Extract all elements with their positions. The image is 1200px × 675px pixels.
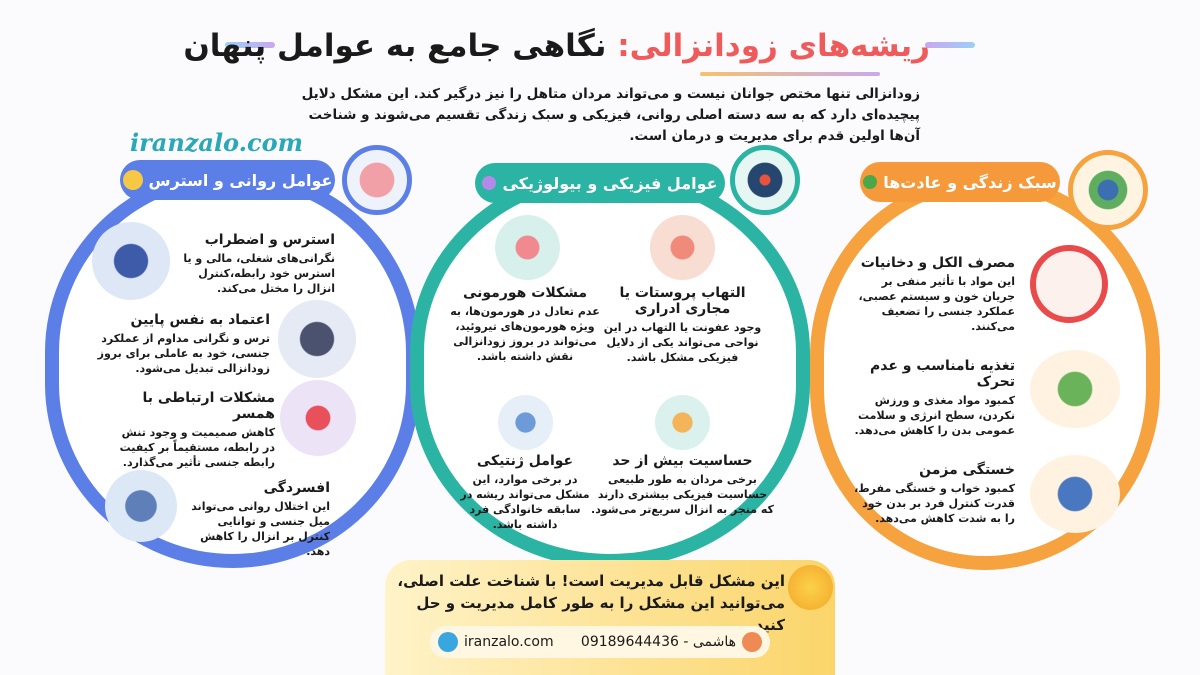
- title-rest: نگاهی جامع به عوامل پنهان: [183, 28, 618, 64]
- list-item: تغذیه نامناسب و عدم تحرک کمبود مواد مغذی …: [850, 358, 1015, 438]
- item-title: عوامل ژنتیکی: [476, 453, 574, 469]
- salad-runner-icon: [1030, 350, 1120, 428]
- prostate-icon: [650, 215, 715, 280]
- decor-wave: [225, 42, 275, 48]
- psych-header: عوامل روانی و استرس: [120, 160, 335, 200]
- phone-link[interactable]: هاشمی - 09189644436: [580, 634, 736, 650]
- item-text: این اختلال روانی می‌تواند میل جنسی و توا…: [191, 500, 330, 558]
- lifestyle-title: سبک زندگی و عادت‌ها: [883, 172, 1057, 192]
- item-text: کمبود خواب و خستگی مفرط، قدرت کنترل فرد …: [854, 482, 1015, 525]
- thyroid-scale-icon: [495, 215, 560, 280]
- list-item: التهاب پروستات یا مجاری ادراری وجود عفونت…: [595, 285, 770, 365]
- item-title: حساسیت بیش از حد: [612, 453, 753, 469]
- item-title: استرس و اضطراب: [204, 232, 335, 248]
- item-title: مشکلات هورمونی: [462, 285, 588, 301]
- item-text: وجود عفونت یا التهاب در این نواحی می‌توا…: [603, 321, 762, 364]
- item-title: افسردگی: [263, 480, 330, 496]
- item-title: مصرف الکل و دخانیات: [860, 255, 1015, 271]
- item-title: مشکلات ارتباطی با همسر: [142, 390, 275, 422]
- list-item: استرس و اضطراب نگرانی‌های شغلی، مالی و یا…: [175, 232, 335, 296]
- physical-title: عوامل فیزیکی و بیولوژیکی: [502, 173, 718, 193]
- list-item: عوامل ژنتیکی در برخی موارد، این مشکل می‌ت…: [460, 453, 590, 532]
- stressed-man-icon: [92, 222, 170, 300]
- title-underline: [700, 72, 880, 76]
- list-item: خستگی مزمن کمبود خواب و خستگی مفرط، قدرت …: [850, 462, 1015, 526]
- broken-heart-icon: [280, 380, 356, 456]
- item-text: در برخی موارد، این مشکل می‌تواند ریشه در…: [460, 473, 590, 531]
- psych-title: عوامل روانی و استرس: [148, 170, 333, 190]
- phone-icon: [742, 632, 762, 652]
- item-text: نگرانی‌های شغلی، مالی و یا استرس خود راب…: [183, 252, 335, 295]
- mirror-icon: [278, 300, 356, 378]
- item-title: التهاب پروستات یا مجاری ادراری: [619, 285, 746, 317]
- item-title: اعتماد به نفس پایین: [130, 312, 270, 328]
- footer-quote: این مشکل قابل مدیریت است! با شناخت علت ا…: [397, 572, 785, 634]
- website-link[interactable]: iranzalo.com: [464, 634, 554, 650]
- tired-bed-icon: [1030, 455, 1120, 533]
- item-text: کمبود مواد مغذی و ورزش نکردن، سطح انرژی …: [854, 394, 1015, 437]
- item-text: برخی مردان به طور طبیعی حساسیت فیزیکی بی…: [591, 473, 774, 516]
- item-text: این مواد با تأثیر منفی بر جریان خون و سی…: [858, 275, 1015, 333]
- runner-icon: [1068, 150, 1148, 230]
- item-title: تغذیه نامناسب و عدم تحرک: [870, 358, 1015, 390]
- globe-icon: [438, 632, 458, 652]
- page-title: ریشه‌های زودانزالی: نگاهی جامع به عوامل …: [183, 28, 930, 64]
- list-item: حساسیت بیش از حد برخی مردان به طور طبیعی …: [590, 453, 775, 517]
- item-title: خستگی مزمن: [919, 462, 1015, 478]
- contact-bar: iranzalo.com هاشمی - 09189644436: [430, 626, 770, 658]
- dna-family-icon: [498, 395, 553, 450]
- list-item: افسردگی این اختلال روانی می‌تواند میل جنس…: [185, 480, 330, 559]
- item-text: کاهش صمیمیت و وجود تنش در رابطه، مستقیما…: [119, 426, 275, 469]
- list-item: مصرف الکل و دخانیات این مواد با تأثیر منف…: [850, 255, 1015, 334]
- broccoli-icon: [863, 175, 878, 189]
- site-watermark: iranzalo.com: [130, 128, 304, 157]
- no-smoking-alcohol-icon: [1030, 245, 1108, 323]
- list-item: اعتماد به نفس پایین ترس و نگرانی مداوم از…: [70, 312, 270, 376]
- item-text: ترس و نگرانی مداوم از عملکرد جنسی، خود ب…: [97, 332, 270, 375]
- nerve-cell-icon: [655, 395, 710, 450]
- list-item: مشکلات ارتباطی با همسر کاهش صمیمیت و وجود…: [115, 390, 275, 470]
- list-item: مشکلات هورمونی عدم تعادل در هورمون‌ها، به…: [445, 285, 605, 364]
- worried-face-icon: [122, 170, 143, 190]
- intro-text: زودانزالی تنها مختص جوانان نیست و می‌توا…: [301, 86, 920, 144]
- rain-cloud-icon: [105, 470, 177, 542]
- decor-wave: [925, 42, 975, 48]
- brain-gears-icon: [342, 145, 412, 215]
- body-icon: [730, 145, 800, 215]
- physical-header: عوامل فیزیکی و بیولوژیکی: [475, 163, 725, 203]
- item-text: عدم تعادل در هورمون‌ها، به ویژه هورمون‌ه…: [450, 305, 600, 363]
- title-highlight: ریشه‌های زودانزالی:: [617, 28, 930, 64]
- dna-icon: [482, 176, 497, 190]
- smiley-icon: [788, 565, 833, 610]
- lifestyle-header: سبک زندگی و عادت‌ها: [860, 162, 1060, 202]
